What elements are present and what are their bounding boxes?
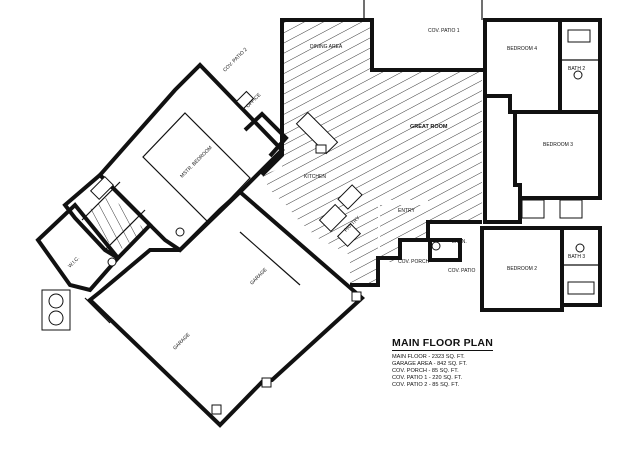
master-hall-hatch <box>82 195 145 252</box>
garage-1-label: GARAGE <box>249 267 269 287</box>
area-row: MAIN FLOOR - 2323 SQ. FT. <box>392 354 465 360</box>
toilet-bath-2 <box>573 70 583 80</box>
cov-patio-small-label: COV. PATIO <box>448 268 476 274</box>
laundry-label: LAUN. <box>452 239 467 245</box>
bath-3-label: BATH 3 <box>568 254 585 260</box>
master-label: MSTR. BEDROOM <box>179 145 213 179</box>
dining-floor-hatch <box>262 22 482 285</box>
wic-label: W.I.C. <box>67 256 81 270</box>
laundry-room <box>428 238 462 262</box>
garage-door-3 <box>351 291 362 302</box>
garage-door-2 <box>261 377 272 388</box>
toilet-master <box>107 257 117 267</box>
bedroom-2-label: BEDROOM 2 <box>507 266 537 272</box>
toilet-powder <box>431 241 441 251</box>
garage-bay-divider <box>239 231 301 286</box>
range <box>337 184 363 210</box>
bedroom-3-wall <box>513 110 602 200</box>
cov-patio-1-label: COV. PATIO 1 <box>428 28 460 34</box>
bedroom-2-wall <box>480 226 564 312</box>
garage-2-label: GARAGE <box>172 332 192 352</box>
fridge <box>318 203 348 233</box>
closet-2 <box>559 199 583 219</box>
dining-label: DINING AREA <box>310 44 343 50</box>
kitchen-sink <box>315 144 327 154</box>
bedroom-4-wall <box>483 18 562 114</box>
main-wall-south <box>350 220 482 287</box>
toilet-bath-3 <box>575 243 585 253</box>
plan-title: MAIN FLOOR PLAN <box>392 337 493 351</box>
master-wing-wall <box>97 62 285 253</box>
master-partition-1 <box>81 181 121 221</box>
pantry-box <box>336 222 362 248</box>
hvac-fan-1 <box>48 293 64 309</box>
kitchen-label: KITCHEN <box>304 174 326 180</box>
bedroom-4-label: BEDROOM 4 <box>507 46 537 52</box>
floor-plan-legend: MAIN FLOOR PLAN MAIN FLOOR - 2323 SQ. FT… <box>392 333 622 389</box>
east-hall-wall <box>483 96 522 224</box>
bath-2-label: BATH 2 <box>568 66 585 72</box>
garage-door-1 <box>211 404 222 415</box>
sink-master <box>175 227 185 237</box>
great-room-label: GREAT ROOM <box>410 124 448 130</box>
master-bedroom-outline <box>142 112 251 223</box>
hvac-fan-2 <box>48 310 64 326</box>
bedroom-3-label: BEDROOM 3 <box>543 142 573 148</box>
entry-hall-hatch <box>380 205 428 262</box>
cov-patio-2-label: COV. PATIO 2 <box>222 47 249 74</box>
area-row: COV. PATIO 1 - 220 SQ. FT. <box>392 375 463 381</box>
area-row: COV. PATIO 2 - 85 SQ. FT. <box>392 382 460 388</box>
stair-box <box>235 90 255 110</box>
tub-bath-3 <box>567 281 595 295</box>
tub-bath-2 <box>567 29 591 43</box>
bath-3-wall <box>560 226 602 307</box>
kitchen-island <box>295 111 339 155</box>
kitchen-counter <box>243 111 289 158</box>
garage-pier-line <box>84 297 111 324</box>
tub <box>89 175 115 201</box>
wic-wall <box>35 202 121 293</box>
area-row: COV. PORCH - 85 SQ. FT. <box>392 368 459 374</box>
area-row: GARAGE AREA - 842 SQ. FT. <box>392 361 467 367</box>
cov-porch-label: COV. PORCH <box>398 259 430 265</box>
garage-wall <box>86 189 366 428</box>
entry-label: ENTRY <box>398 208 416 214</box>
closet-1 <box>521 199 545 219</box>
master-partition-2 <box>104 209 146 251</box>
